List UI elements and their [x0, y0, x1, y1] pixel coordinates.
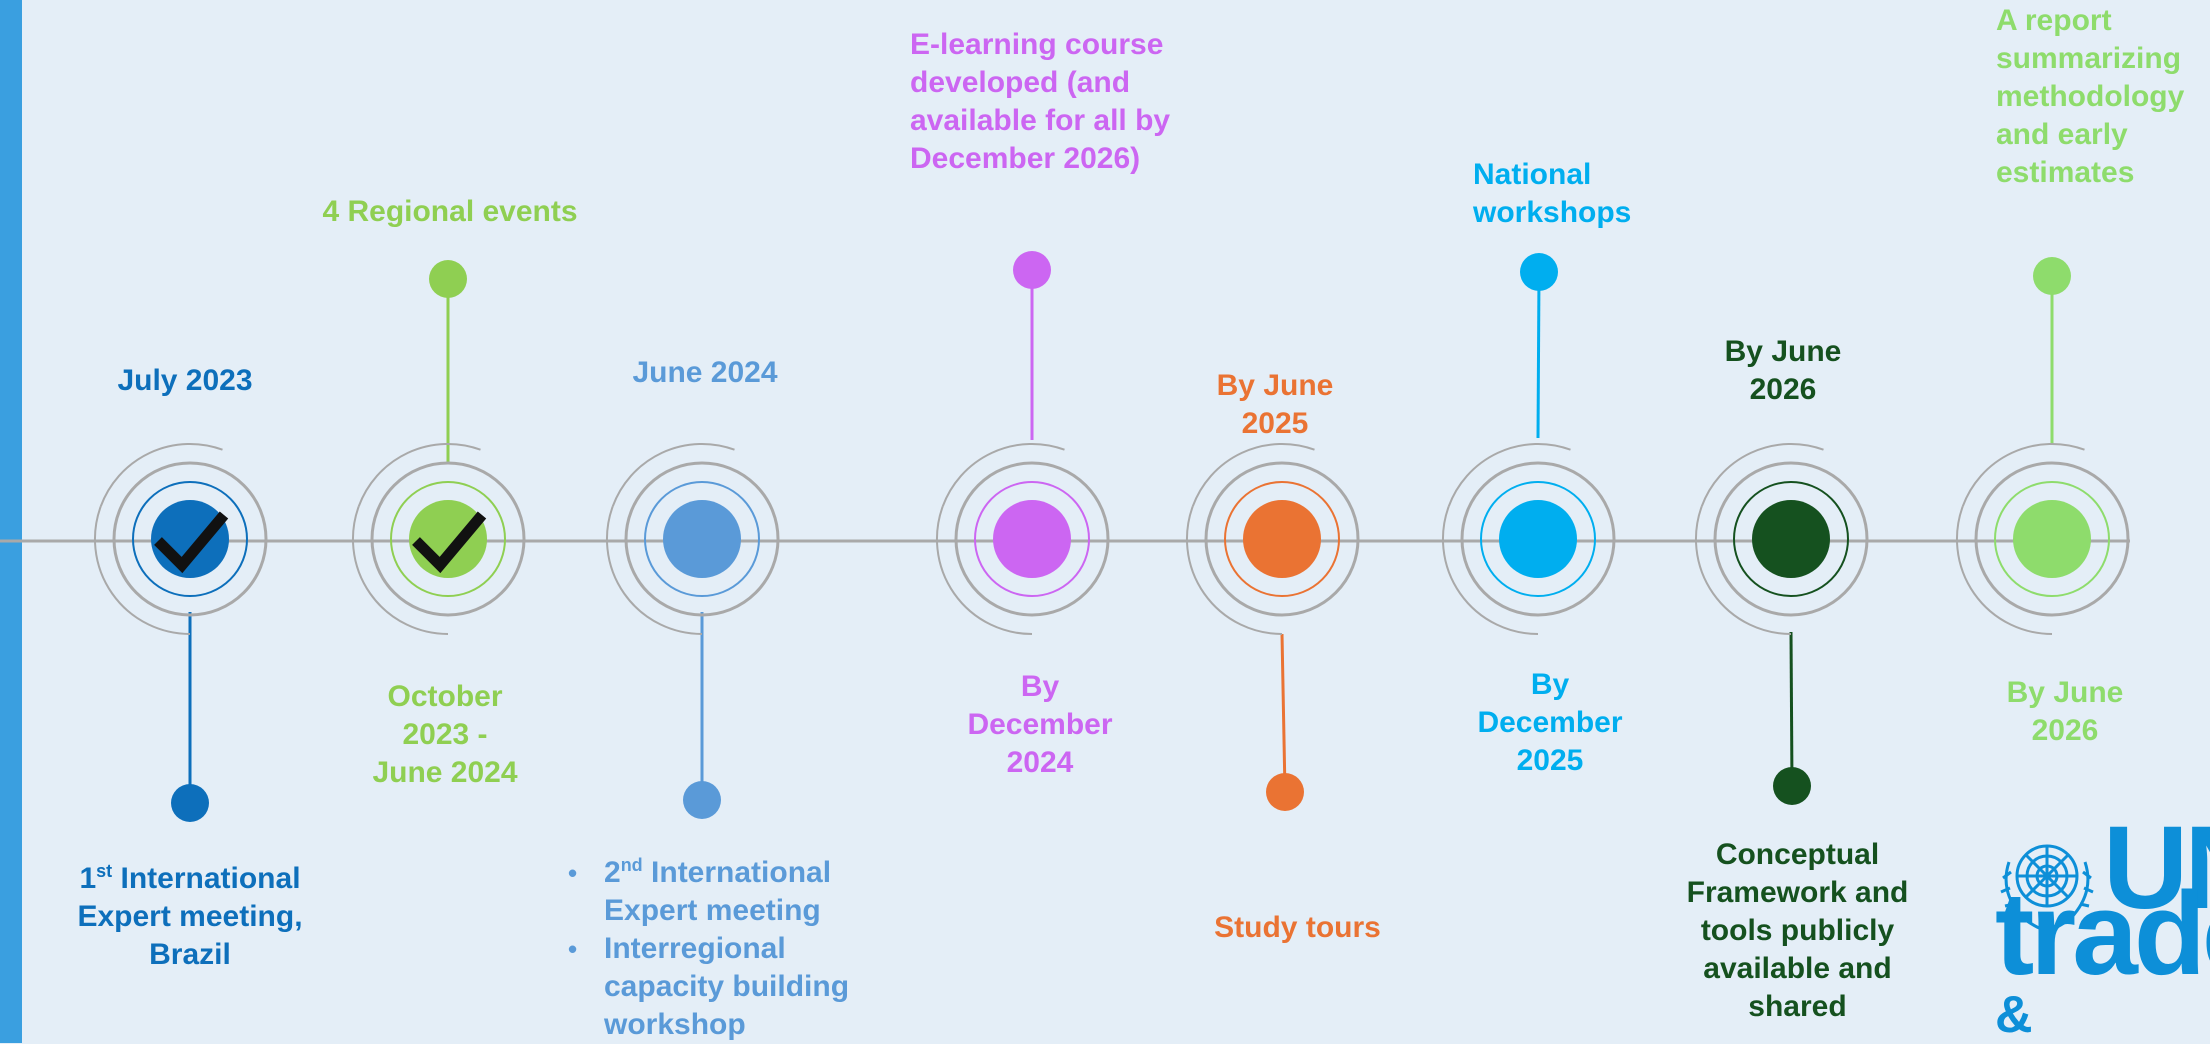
milestone-2-description: 4 Regional events — [322, 195, 578, 228]
milestone-6-inner-ring — [1480, 481, 1596, 597]
milestone-1-date: July 2023 — [117, 364, 253, 397]
milestone-4-outer-ring — [954, 461, 1110, 617]
milestone-2-swirl-arc-lower — [351, 506, 449, 635]
milestone-8-pin — [2033, 257, 2071, 295]
milestone-6-swirl-arc-lower — [1441, 506, 1539, 635]
milestone-4-swirl-arc-upper — [941, 442, 1065, 507]
milestone-2-check-icon — [412, 511, 487, 574]
milestone-5-dot — [1243, 500, 1321, 578]
milestone-6-swirl-arc-upper — [1447, 442, 1571, 507]
milestone-4-swirl-arc-lower — [935, 506, 1033, 635]
milestone-3-date: June 2024 — [632, 356, 778, 389]
milestone-8-date: By June 2026 — [2006, 676, 2124, 747]
milestone-8-outer-ring — [1974, 461, 2130, 617]
milestone-3-swirl-arc-lower — [605, 506, 703, 635]
milestone-2-pin — [429, 260, 467, 298]
milestone-1-swirl-arc-upper — [99, 442, 223, 507]
milestone-5-swirl-arc-upper — [1191, 442, 1315, 507]
milestone-6-connector — [1536, 271, 1541, 439]
milestone-6-pin — [1520, 253, 1558, 291]
milestone-8-swirl-arc-lower — [1955, 506, 2053, 635]
milestone-6-dot — [1499, 500, 1577, 578]
milestone-8-swirl-arc-upper — [1961, 442, 2085, 507]
milestone-3-inner-ring — [644, 481, 760, 597]
milestone-1-ordinal-suffix: st — [96, 861, 113, 881]
milestone-6-description: National workshops — [1473, 158, 1632, 229]
milestone-5-inner-ring — [1224, 481, 1340, 597]
logo-line-3: & development — [1995, 986, 2210, 1043]
milestone-4-date: By December 2024 — [967, 670, 1113, 779]
un-trade-development-logo: UN trade & development — [1995, 822, 2210, 1043]
milestone-7-outer-ring — [1713, 461, 1869, 617]
milestone-5-date: By June 2025 — [1216, 369, 1334, 440]
milestone-8-dot — [2013, 500, 2091, 578]
milestone-7-description: Conceptual Framework and tools publicly … — [1686, 838, 1909, 1023]
logo-line-2: trade — [1995, 868, 2210, 1000]
milestone-1-description: 1st International Expert meeting, Brazil — [40, 860, 340, 974]
milestone-7-swirl-arc-upper — [1700, 442, 1824, 507]
milestone-7-inner-ring — [1733, 481, 1849, 597]
milestone-7-pin — [1773, 767, 1811, 805]
milestone-7-connector — [1789, 631, 1794, 787]
milestone-5-description: Study tours — [1214, 911, 1381, 944]
un-emblem-icon — [2000, 844, 2094, 932]
milestone-2-date: October 2023 - June 2024 — [372, 680, 518, 789]
milestone-4-inner-ring — [974, 481, 1090, 597]
milestone-2-inner-ring — [390, 481, 506, 597]
milestone-3-swirl-arc-upper — [611, 442, 735, 507]
milestone-1-swirl-arc-lower — [93, 506, 191, 635]
milestone-1-ordinal: 1 — [79, 862, 97, 895]
milestone-3-dot — [663, 500, 741, 578]
milestone-5-swirl-arc-lower — [1185, 506, 1283, 635]
milestone-1-line-1: International — [120, 862, 301, 895]
milestone-8-description: A report summarizing methodology and ear… — [1996, 4, 2185, 189]
milestone-5-connector — [1280, 633, 1287, 793]
milestone-3-bullet-1: 2nd International Expert meeting — [568, 854, 904, 930]
milestone-3-pin — [683, 781, 721, 819]
milestone-3-description: 2nd International Expert meeting Interre… — [564, 854, 904, 1044]
milestone-4-dot — [993, 500, 1071, 578]
milestone-3-bullet-2: Interregional capacity building workshop — [568, 930, 904, 1044]
milestone-1-inner-ring — [132, 481, 248, 597]
milestone-7-date: By June 2026 — [1724, 335, 1842, 406]
milestone-6-date: By December 2025 — [1477, 668, 1623, 777]
milestone-4-pin — [1013, 251, 1051, 289]
milestone-1-pin — [171, 784, 209, 822]
milestone-7-dot — [1752, 500, 1830, 578]
logo-line-1: UN — [2103, 822, 2210, 934]
milestone-5-outer-ring — [1204, 461, 1360, 617]
milestone-1-line-2: Expert meeting, — [77, 900, 303, 933]
milestone-3-outer-ring — [624, 461, 780, 617]
milestone-6-outer-ring — [1460, 461, 1616, 617]
milestone-7-swirl-arc-lower — [1694, 506, 1792, 635]
milestone-5-pin — [1266, 773, 1304, 811]
milestone-1-check-icon — [154, 511, 229, 574]
milestone-4-description: E-learning course developed (and availab… — [910, 28, 1171, 175]
milestone-1-line-3: Brazil — [149, 938, 231, 971]
accent-bar — [0, 0, 22, 1043]
milestone-2-swirl-arc-upper — [357, 442, 481, 507]
milestone-2-outer-ring — [370, 461, 526, 617]
milestone-1-outer-ring — [112, 461, 268, 617]
milestone-8-inner-ring — [1994, 481, 2110, 597]
